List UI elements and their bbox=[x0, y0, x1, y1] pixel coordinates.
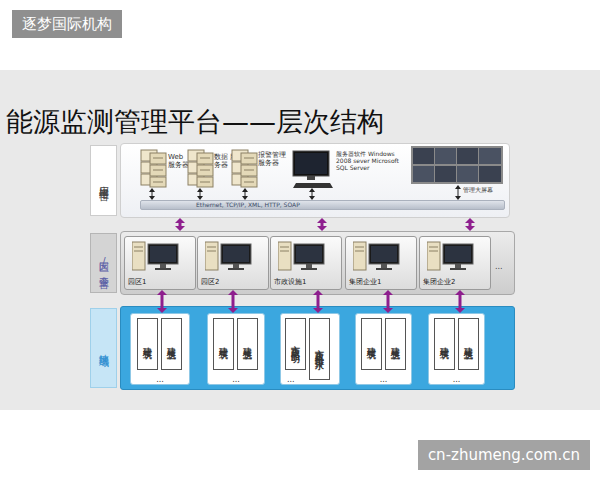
flow-arrow bbox=[459, 295, 462, 308]
node-text: 建筑二 bbox=[162, 319, 181, 369]
block-group: ... 建筑一建筑二 bbox=[130, 313, 190, 385]
alarm-server-icon bbox=[232, 150, 257, 187]
watermark: cn-zhumeng.com.cn bbox=[418, 440, 590, 470]
flow-arrow bbox=[179, 223, 182, 226]
building-box: 建筑二 bbox=[385, 318, 406, 370]
screen-label: 管理大屏幕 bbox=[463, 186, 503, 193]
node-text: 建筑一 bbox=[214, 319, 233, 369]
site-box: 园区2 bbox=[197, 236, 269, 290]
workstation-icon bbox=[427, 242, 473, 270]
web-server-icon bbox=[141, 150, 166, 187]
node-text: Ethernet, TCP/IP, XML, HTTP, SOAP bbox=[141, 201, 504, 209]
diagram-title: 能源监测管理平台——层次结构 bbox=[6, 104, 384, 140]
workstation-icon bbox=[278, 242, 324, 270]
bus-link bbox=[245, 192, 246, 196]
building-box: 市政照明 bbox=[285, 318, 306, 370]
flow-arrow bbox=[387, 295, 390, 308]
site-box: 集团企业1 bbox=[345, 236, 417, 290]
building-box: 建筑一 bbox=[361, 318, 382, 370]
data-server-icon bbox=[188, 150, 213, 187]
tier-label: 园区2 bbox=[201, 277, 219, 287]
building-box: 建筑一 bbox=[434, 318, 455, 370]
bus-link bbox=[312, 192, 313, 196]
node-text: 建筑二 bbox=[459, 319, 478, 369]
tier-label: 市政设施1 bbox=[274, 277, 306, 287]
workstation-icon bbox=[132, 242, 178, 270]
ellipsis: ... bbox=[495, 262, 511, 271]
pc-icon bbox=[293, 151, 333, 188]
server-label: 报警管理 服务器 bbox=[258, 151, 288, 167]
video-panel bbox=[413, 148, 434, 164]
node-text: 建筑二 bbox=[238, 319, 257, 369]
node-text: 市政照明 bbox=[286, 319, 305, 369]
video-panel bbox=[435, 166, 456, 182]
bus-link bbox=[458, 189, 459, 196]
video-panel bbox=[435, 148, 456, 164]
tier-label: 地块区域 bbox=[90, 308, 117, 388]
flow-arrow bbox=[469, 223, 472, 226]
building-box: 建筑一 bbox=[137, 318, 158, 370]
software-label: 服务器软件 Windows 2008 sever Microsoft SQL S… bbox=[336, 150, 410, 171]
workstation-icon bbox=[353, 242, 399, 270]
platform-tier: 园区/企业平台园区1园区2市政设施1集团企业1集团企业2 bbox=[120, 231, 515, 295]
pc-stand bbox=[307, 176, 315, 180]
video-panel bbox=[457, 166, 478, 182]
pc-keyboard bbox=[293, 183, 333, 188]
node-text: 建筑一 bbox=[435, 319, 454, 369]
video-panel bbox=[413, 166, 434, 182]
node-text: ... bbox=[356, 375, 411, 384]
block-group: ... 市政照明市政给排水 bbox=[280, 313, 340, 385]
building-box: 建筑二 bbox=[161, 318, 182, 370]
bus-links bbox=[152, 189, 458, 196]
pc-monitor bbox=[293, 151, 329, 176]
pc-screen bbox=[295, 153, 327, 174]
node-text: ... bbox=[287, 375, 295, 384]
protocol-bus: Ethernet, TCP/IP, XML, HTTP, SOAP bbox=[140, 200, 505, 210]
building-box: 市政给排水 bbox=[309, 318, 330, 380]
node-text: ... bbox=[208, 375, 264, 384]
video-wall-frame bbox=[411, 146, 503, 184]
bus-link bbox=[200, 192, 201, 196]
tier-label: 园区1 bbox=[128, 277, 146, 287]
flow-arrow bbox=[161, 295, 164, 308]
watermark: 逐梦国际机构 bbox=[12, 10, 122, 38]
tier-label: 应用运维平台 bbox=[90, 145, 117, 216]
site-box: 市政设施1 bbox=[270, 236, 342, 290]
workstation-icon bbox=[205, 242, 251, 270]
server-label: Web 服务器 bbox=[168, 153, 192, 169]
platform-tier: 地块区域...建筑一建筑二...建筑一建筑二...市政照明市政给排水...建筑一… bbox=[120, 306, 515, 390]
tier-label: 园区/企业平台 bbox=[90, 233, 117, 293]
node-text: 建筑一 bbox=[138, 319, 157, 369]
flow-arrow bbox=[232, 295, 235, 308]
node-text: 市政给排水 bbox=[310, 319, 329, 379]
site-box: 集团企业2 bbox=[419, 236, 491, 290]
bus-link bbox=[152, 192, 153, 196]
block-group: ... 建筑一建筑二 bbox=[428, 313, 485, 385]
video-wall-icon bbox=[411, 146, 503, 184]
building-box: 建筑二 bbox=[237, 318, 258, 370]
video-panel bbox=[479, 148, 501, 164]
node-text: ... bbox=[429, 375, 484, 384]
tier-label: 集团企业2 bbox=[423, 277, 455, 287]
node-text: ... bbox=[131, 375, 189, 384]
video-panel bbox=[457, 148, 478, 164]
slide-band bbox=[0, 70, 600, 410]
tier-label: 集团企业1 bbox=[349, 277, 381, 287]
site-box: 园区1 bbox=[124, 236, 196, 290]
server-label: 数据 服务器 bbox=[214, 153, 238, 169]
building-box: 建筑一 bbox=[213, 318, 234, 370]
flow-arrow bbox=[317, 295, 320, 308]
flow-arrow bbox=[321, 223, 324, 226]
node-text: 建筑二 bbox=[386, 319, 405, 369]
video-panel bbox=[479, 166, 501, 182]
block-group: ... 建筑一建筑二 bbox=[355, 313, 412, 385]
node-text: 建筑一 bbox=[362, 319, 381, 369]
block-group: ... 建筑一建筑二 bbox=[207, 313, 265, 385]
building-box: 建筑二 bbox=[458, 318, 479, 370]
